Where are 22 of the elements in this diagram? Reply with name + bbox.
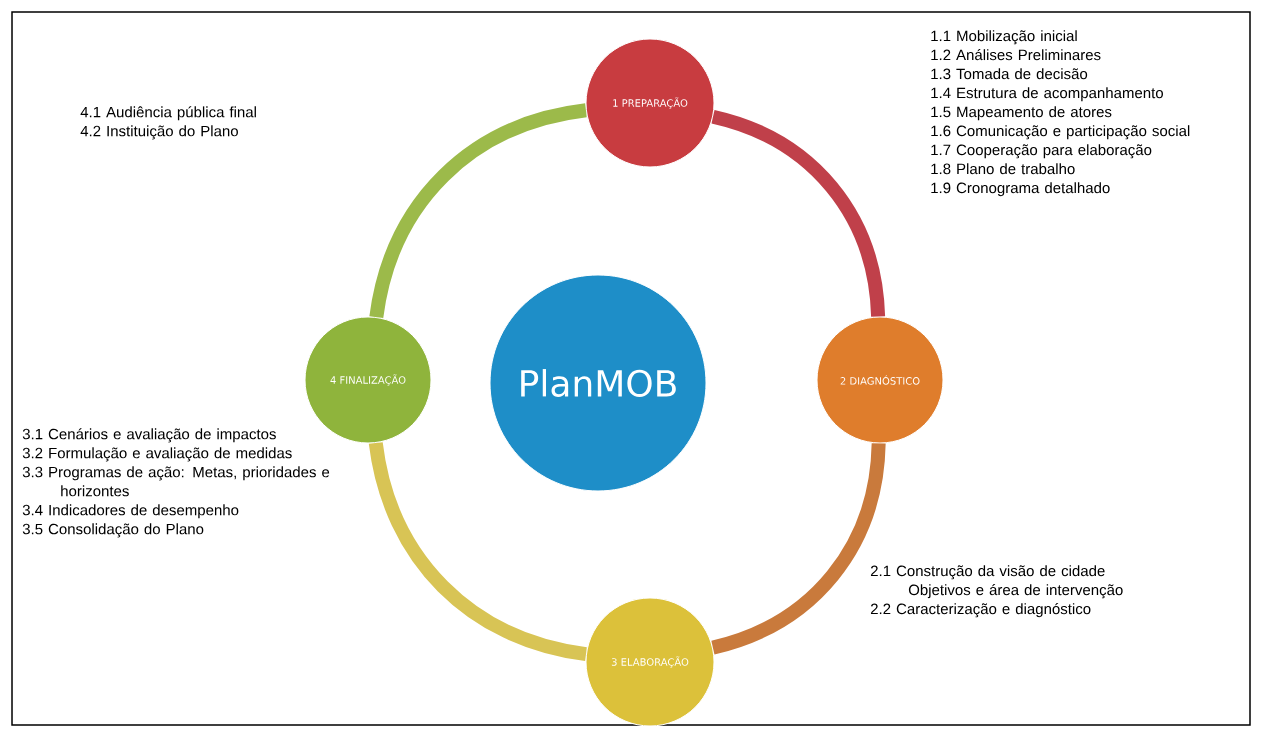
list-item: 1.7 Cooperação para elaboração (931, 144, 1152, 159)
ring-arc (368, 441, 588, 661)
list-item: 2.1 Construção da visão de cidade Objetivos e área de intervenção (870, 565, 1123, 599)
list-item: 3.2 Formulação e avaliação de medidas (22, 447, 292, 462)
list-item: 1.3 Tomada de decisão (931, 68, 1088, 80)
list-item: 1.2 Análises Preliminares (931, 49, 1101, 61)
ring-arc (711, 443, 886, 655)
list-item: 4.1 Audiência pública final (80, 106, 256, 121)
list-item: 3.4 Indicadores de desempenho (22, 504, 239, 519)
list-item: 2.2 Caracterização e diagnóstico (870, 603, 1091, 618)
list-item: 1.5 Mapeamento de atores (931, 106, 1112, 121)
list-item: 1.1 Mobilização inicial (931, 30, 1077, 45)
list-item: 1.9 Cronograma detalhado (931, 182, 1110, 197)
list-item: 3.1 Cenários e avaliação de impactos (22, 428, 276, 443)
list-item: 1.6 Comunicação e participação social (931, 125, 1190, 140)
list-item: 4.2 Instituição do Plano (80, 125, 238, 140)
list-item: 3.3 Programas de ação: Metas, prioridades e horizontes (22, 466, 330, 497)
list-item: 1.8 Plano de trabalho (931, 163, 1075, 175)
list-item: 1.4 Estrutura de acompanhamento (931, 87, 1163, 102)
ring-arc (711, 109, 886, 318)
ring-arc (369, 103, 588, 319)
list-item: 3.5 Consolidação do Plano (22, 523, 204, 538)
